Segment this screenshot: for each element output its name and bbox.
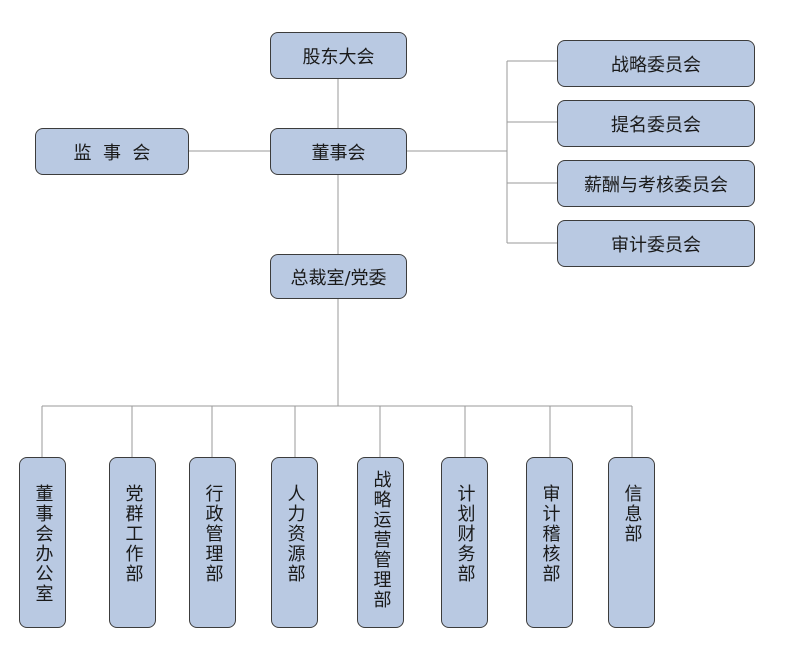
- board-node: 董事会: [270, 128, 407, 175]
- department-party-affairs: 党群工作部: [109, 457, 156, 628]
- department-board-office: 董事会办公室: [19, 457, 66, 628]
- department-label: 人力资源部: [284, 484, 306, 584]
- department-strategy-operations: 战略运营管理部: [357, 457, 404, 628]
- department-label: 战略运营管理部: [370, 470, 392, 610]
- committee-label: 提名委员会: [611, 114, 701, 136]
- department-label: 计划财务部: [454, 484, 476, 584]
- department-information: 信息部: [608, 457, 655, 628]
- department-administration: 行政管理部: [189, 457, 236, 628]
- supervisory-board-node: 监 事 会: [35, 128, 189, 175]
- department-human-resources: 人力资源部: [271, 457, 318, 628]
- shareholders-meeting-label: 股东大会: [302, 46, 375, 68]
- department-label: 董事会办公室: [32, 484, 54, 604]
- board-label: 董事会: [311, 142, 366, 164]
- department-planning-finance: 计划财务部: [441, 457, 488, 628]
- president-office-label: 总裁室/党委: [290, 267, 387, 289]
- remuneration-committee-node: 薪酬与考核委员会: [557, 160, 755, 207]
- shareholders-meeting-node: 股东大会: [270, 32, 407, 79]
- audit-committee-node: 审计委员会: [557, 220, 755, 267]
- department-label: 党群工作部: [122, 484, 144, 584]
- department-audit-inspection: 审计稽核部: [526, 457, 573, 628]
- department-label: 行政管理部: [202, 484, 224, 584]
- committee-label: 战略委员会: [611, 54, 701, 76]
- nomination-committee-node: 提名委员会: [557, 100, 755, 147]
- department-label: 审计稽核部: [539, 484, 561, 584]
- committee-label: 薪酬与考核委员会: [584, 174, 728, 196]
- president-office-node: 总裁室/党委: [270, 254, 407, 299]
- department-label: 信息部: [621, 484, 643, 544]
- strategy-committee-node: 战略委员会: [557, 40, 755, 87]
- committee-label: 审计委员会: [611, 234, 701, 256]
- supervisory-board-label: 监 事 会: [73, 142, 151, 164]
